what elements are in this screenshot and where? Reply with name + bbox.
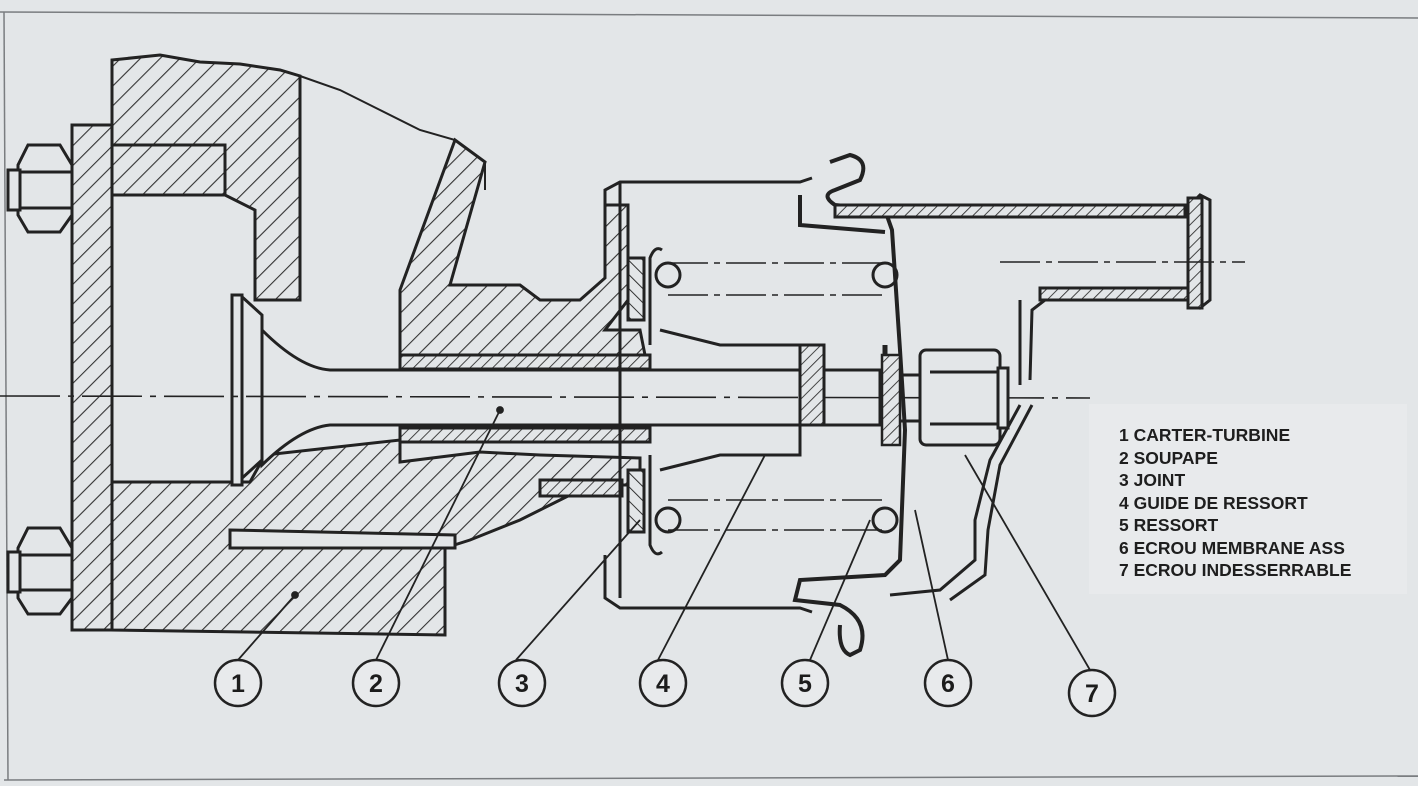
legend-item-4: 4 GUIDE DE RESSORT — [1119, 492, 1308, 513]
flange-plate — [70, 123, 114, 632]
flange-bolts — [6, 143, 74, 616]
callout-2: 2 — [351, 658, 401, 708]
svg-text:5: 5 — [798, 670, 812, 698]
outlet-tube — [833, 193, 1245, 602]
spring — [654, 261, 899, 534]
svg-text:4: 4 — [656, 670, 670, 698]
svg-text:6: 6 — [941, 670, 955, 698]
leader-lines — [237, 406, 1091, 671]
legend-item-2: 2 SOUPAPE — [1119, 447, 1218, 468]
svg-text:3: 3 — [515, 670, 529, 698]
legend-item-1: 1 CARTER-TURBINE — [1119, 425, 1291, 445]
turbine-housing — [110, 53, 652, 637]
parts-legend: 1 CARTER-TURBINE 2 SOUPAPE 3 JOINT 4 GUI… — [1089, 404, 1407, 594]
lock-nut — [918, 348, 1010, 447]
svg-text:2: 2 — [369, 670, 383, 698]
actuator-housing — [603, 176, 826, 614]
callout-5: 5 — [780, 658, 830, 708]
callout-6: 6 — [923, 658, 973, 708]
legend-item-6: 6 ECROU MEMBRANE ASS — [1119, 537, 1345, 558]
callout-1: 1 — [213, 658, 263, 708]
svg-text:7: 7 — [1085, 680, 1099, 708]
legend-item-7: 7 ECROU INDESSERRABLE — [1119, 560, 1352, 580]
legend-item-3: 3 JOINT — [1119, 470, 1186, 490]
diaphragm — [792, 152, 908, 658]
svg-text:1: 1 — [231, 670, 245, 698]
callout-4: 4 — [638, 658, 688, 708]
callout-3: 3 — [497, 658, 547, 708]
seal-joint — [538, 256, 646, 534]
axis-centerline — [0, 395, 1091, 399]
legend-item-5: 5 RESSORT — [1119, 515, 1219, 535]
callout-7: 7 — [1067, 668, 1117, 718]
